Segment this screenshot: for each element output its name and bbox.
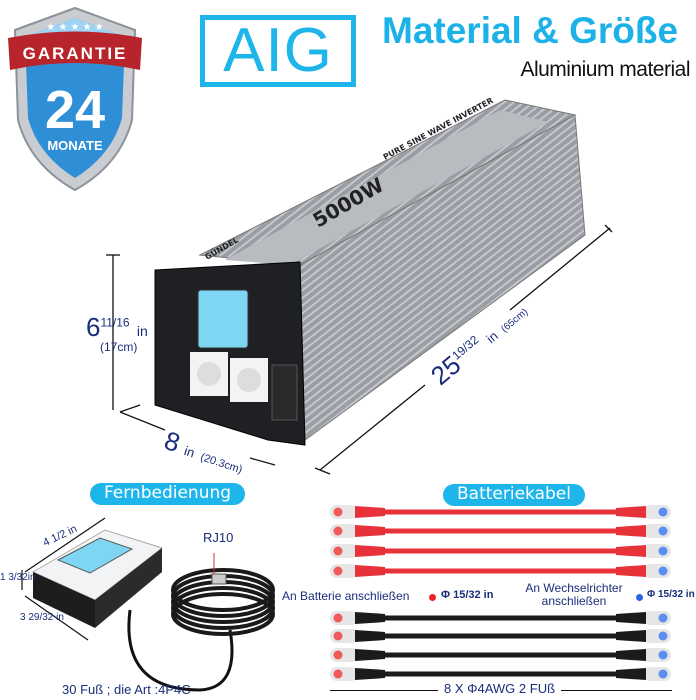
badge-unit: MONATE	[47, 138, 103, 153]
terminal-blue	[658, 526, 668, 536]
terminal-red	[333, 546, 343, 556]
terminal-blue	[658, 613, 668, 623]
terminal-blue	[658, 669, 668, 679]
red-cable	[330, 524, 671, 538]
terminal-blue	[658, 546, 668, 556]
warranty-badge: ★ ★ ★ ★ ★ GARANTIE 24 MONATE	[8, 6, 142, 192]
badge-ribbon: GARANTIE	[23, 44, 128, 63]
terminal-red	[333, 631, 343, 641]
dimension-lines	[106, 224, 613, 475]
red-cable	[330, 544, 671, 558]
black-cable	[330, 667, 671, 681]
blue-dot-icon	[636, 594, 643, 601]
terminal-red	[333, 526, 343, 536]
black-cable	[330, 629, 671, 643]
cable-spec: 8 X Φ4AWG 2 FUß	[438, 681, 562, 696]
terminal-red	[333, 613, 343, 623]
height-dimension: 611/16 in	[86, 312, 148, 342]
black-cable	[330, 611, 671, 625]
inverter-terminal-size: Φ 15/32 in	[647, 589, 695, 600]
battery-connect-label: An Batterie anschließen	[282, 589, 410, 603]
remote-cable-info: 30 Fuß ; die Art :4P4C	[62, 682, 191, 697]
inverter-illustration: 5000W PURE SINE WAVE INVERTER GÜNDEL	[106, 96, 613, 475]
remote-section-title: Fernbedienung	[90, 483, 245, 505]
brand-logo: AIG	[200, 15, 356, 87]
black-cable	[330, 648, 671, 662]
red-dot-icon	[429, 594, 436, 601]
terminal-red	[333, 669, 343, 679]
terminal-red	[333, 507, 343, 517]
remote-width: 4 1/2 in	[41, 522, 79, 550]
remote-height: 1 3/32in	[0, 572, 36, 583]
terminal-red	[333, 650, 343, 660]
red-cable	[330, 505, 671, 519]
page-title: Material & Größe	[382, 10, 679, 51]
lcd-screen	[197, 289, 249, 349]
red-cable	[330, 564, 671, 578]
badge-number: 24	[45, 80, 105, 140]
page-subtitle: Aluminium material	[520, 58, 690, 81]
terminal-red	[333, 566, 343, 576]
rj10-label: RJ10	[203, 530, 234, 545]
terminal-blue	[658, 566, 668, 576]
terminal-blue	[658, 650, 668, 660]
cables-section-title: Batteriekabel	[443, 484, 585, 506]
terminal-blue	[658, 507, 668, 517]
battery-terminal-size: Φ 15/32 in	[441, 589, 494, 601]
svg-text:★ ★ ★ ★ ★: ★ ★ ★ ★ ★	[46, 22, 104, 33]
remote-depth: 3 29/32 in	[20, 612, 64, 623]
terminal-blue	[658, 631, 668, 641]
height-metric: (17cm)	[100, 340, 138, 354]
